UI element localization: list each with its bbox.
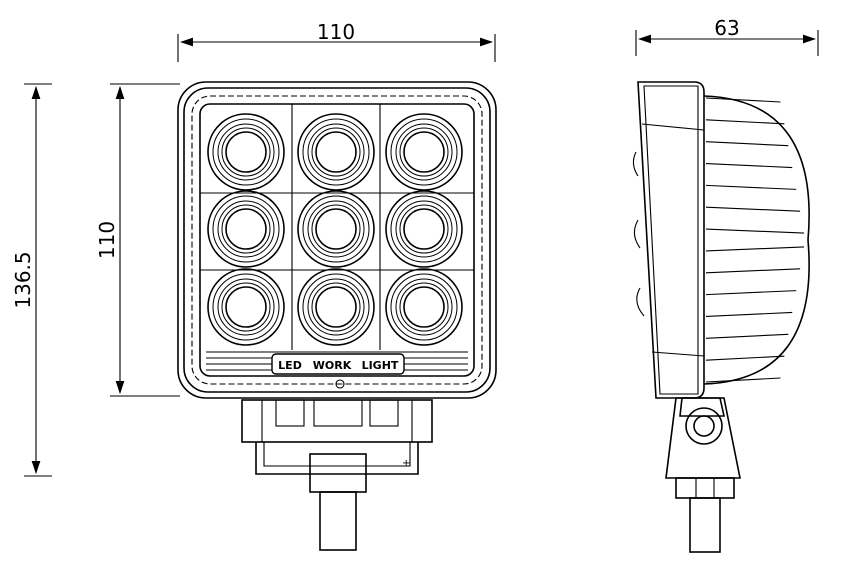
fin-line [705, 162, 793, 169]
led-lens [385, 113, 463, 191]
label-word-light: LIGHT [362, 359, 399, 372]
dimension-depth-63: 63 [635, 16, 819, 56]
dim-label-width: 110 [317, 20, 355, 44]
dimension-height-136-5: 136.5 [11, 83, 52, 477]
led-grid [207, 113, 463, 346]
side-view [632, 81, 810, 553]
fin-line [705, 355, 785, 361]
dimension-height-110: 110 [95, 83, 180, 397]
fin-line [705, 184, 797, 190]
label-word-led: LED [278, 359, 302, 372]
side-bracket [665, 397, 741, 553]
fin-line [705, 290, 797, 296]
led-lens [297, 190, 375, 268]
front-view: LED WORK LIGHT + [177, 81, 497, 551]
label-word-work: WORK [313, 359, 352, 372]
svg-text:+: + [402, 458, 410, 469]
led-lens [385, 268, 463, 346]
fin-line [705, 377, 781, 383]
cooling-fins [705, 97, 805, 383]
fin-line [705, 268, 801, 274]
dim-label-height-lens: 110 [95, 221, 119, 259]
led-lens [297, 268, 375, 346]
fin-line [705, 119, 785, 125]
led-lens [207, 190, 285, 268]
fin-line [705, 206, 801, 212]
dim-label-height-total: 136.5 [11, 251, 35, 308]
fin-line [705, 333, 789, 339]
dim-label-depth: 63 [714, 16, 739, 40]
fin-line [705, 228, 805, 234]
label-plate [271, 353, 405, 375]
led-lens [297, 113, 375, 191]
fin-line [705, 246, 805, 252]
dimension-width-110: 110 [177, 20, 496, 62]
front-bracket: + [241, 399, 433, 551]
fin-line [705, 97, 781, 103]
fin-line [705, 141, 789, 147]
led-lens [207, 113, 285, 191]
led-lens [385, 190, 463, 268]
led-lens [207, 268, 285, 346]
fin-line [705, 311, 793, 318]
